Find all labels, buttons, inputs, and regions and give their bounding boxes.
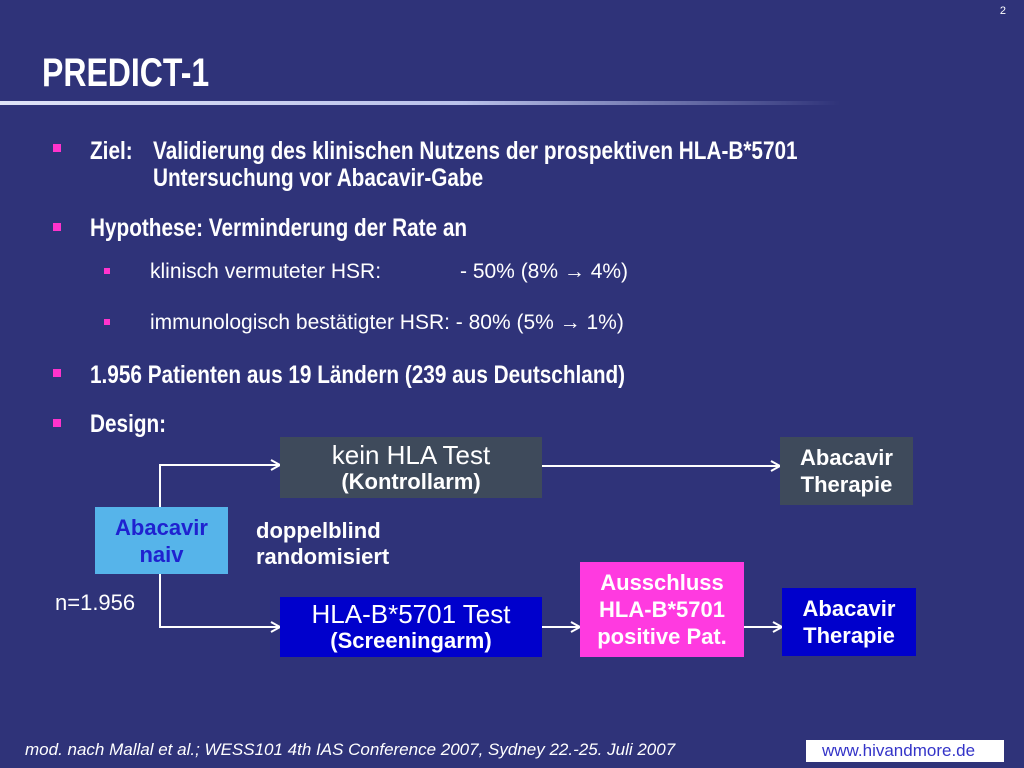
exclusion-line3: positive Pat. [597, 624, 727, 649]
sub-bullet-2-text: immunologisch bestätigter HSR: - 80% (5%… [150, 311, 624, 334]
patienten-text: 1.956 Patienten aus 19 Ländern (239 aus … [90, 361, 626, 389]
control-therapy-line2: Therapie [800, 472, 893, 497]
title-underline [0, 101, 840, 105]
start-box-line1: Abacavir [115, 514, 208, 540]
arrow-start-to-control-line [159, 464, 279, 507]
slide-title: PREDICT-1 [42, 51, 210, 95]
control-therapy-line1: Abacavir [800, 445, 893, 470]
sub-bullet-marker-2 [104, 319, 110, 325]
exclusion-box: Ausschluss HLA-B*5701 positive Pat. [580, 562, 744, 657]
sub-bullet-1-value: - 50% (8% → 4%) [460, 260, 629, 283]
control-arm-box: kein HLA Test (Kontrollarm) [280, 437, 542, 498]
page-number: 2 [999, 5, 1006, 17]
arrow-start-to-screening-line [159, 574, 279, 628]
exclusion-line2: HLA-B*5701 [599, 597, 725, 622]
arrow-control-to-therapy-head [770, 460, 783, 472]
control-therapy-box: Abacavir Therapie [780, 437, 913, 505]
footer-citation: mod. nach Mallal et al.; WESS101 4th IAS… [25, 740, 676, 759]
randomization-note-line1: doppelblind [256, 518, 381, 543]
screening-arm-subtitle: (Screeningarm) [330, 628, 492, 653]
bullet-marker-design [53, 419, 61, 427]
sample-size-label: n=1.956 [55, 590, 136, 615]
arrow-exclusion-to-therapy-head [772, 621, 785, 633]
bullet-marker-patienten [53, 369, 61, 377]
start-box-line2: naiv [139, 541, 184, 567]
sub-bullet-marker-1 [104, 268, 110, 274]
start-box-abacavir-naiv: Abacavir naiv [95, 507, 228, 574]
ziel-text-line1: Validierung des klinischen Nutzens der p… [153, 137, 798, 165]
arrow-screening-to-exclusion-head [570, 621, 583, 633]
screening-therapy-line2: Therapie [803, 623, 895, 648]
control-arm-subtitle: (Kontrollarm) [341, 468, 481, 494]
arrow-start-to-screening-head [270, 621, 283, 633]
ziel-text-line2: Untersuchung vor Abacavir-Gabe [153, 164, 484, 192]
website-url: www.hivandmore.de [822, 741, 976, 760]
bullet-marker-hypothese [53, 223, 61, 231]
screening-arm-title: HLA-B*5701 Test [311, 599, 511, 629]
randomization-note: doppelblind randomisiert [256, 518, 389, 570]
ziel-label: Ziel: [90, 137, 133, 165]
arrow-start-to-control-head [270, 459, 283, 471]
randomization-note-line2: randomisiert [256, 544, 390, 569]
control-arm-title: kein HLA Test [331, 439, 491, 470]
exclusion-line1: Ausschluss [600, 570, 724, 595]
hypothese-text: Hypothese: Verminderung der Rate an [90, 214, 468, 242]
screening-therapy-box: Abacavir Therapie [782, 588, 916, 656]
sub-bullet-1-label: klinisch vermuteter HSR: [150, 260, 382, 283]
website-badge: www.hivandmore.de [806, 740, 1004, 762]
screening-arm-box: HLA-B*5701 Test (Screeningarm) [280, 597, 542, 657]
design-text: Design: [90, 410, 167, 438]
bullet-marker-ziel [53, 144, 61, 152]
screening-therapy-line1: Abacavir [802, 596, 896, 621]
